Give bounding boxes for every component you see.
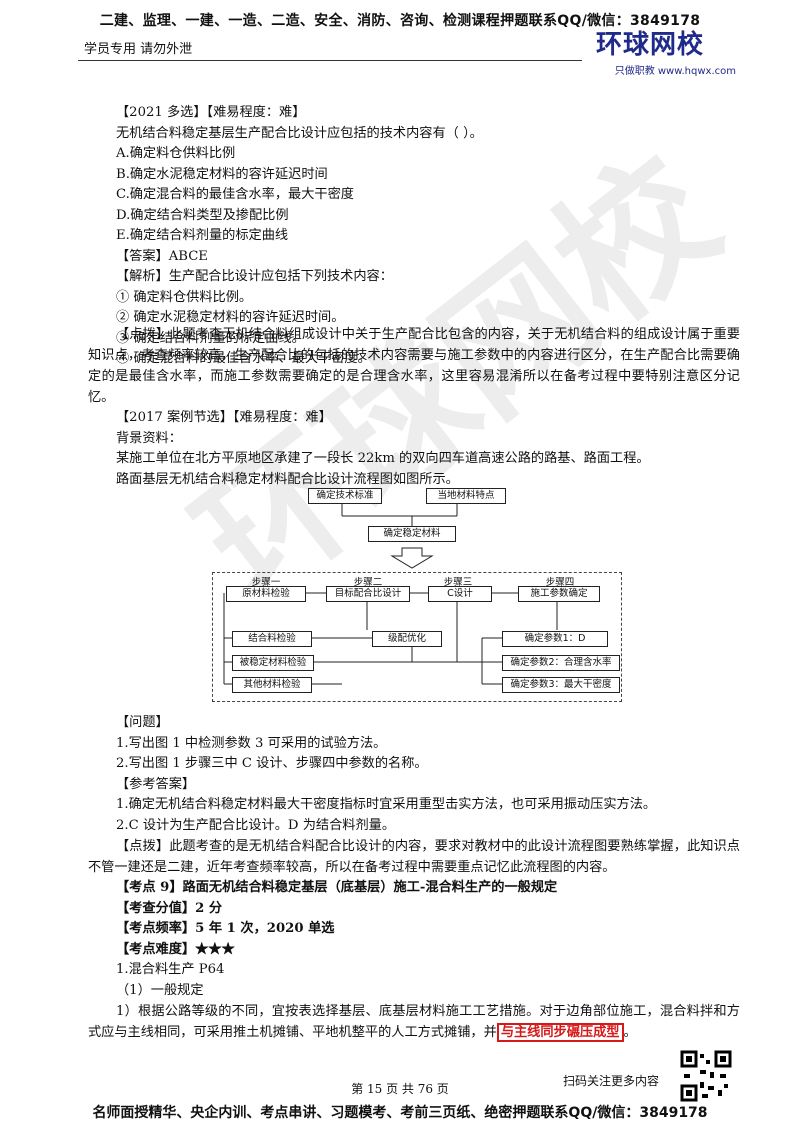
logo-text: 环球网校 [596, 30, 705, 60]
kp-text: 1）根据公路等级的不同，宜按表选择基层、底基层材料施工工艺措施。对于边角部位施工… [88, 1001, 740, 1043]
kp-highlight: 与主线同步碾压成型 [496, 1023, 624, 1042]
q2-tag: 【2017 案例节选】【难易程度：难】 [116, 410, 332, 425]
q2-tip: 【点拨】此题考查的是无机结合料配合比设计的内容，要求对教材中的此设计流程图要熟练… [88, 839, 740, 875]
kp-subsection: （1）一般规定 [116, 982, 204, 998]
box-c-design: C设计 [428, 586, 492, 602]
box-stabilized-test: 被稳定材料检验 [232, 655, 314, 671]
q1-option-a: A.确定料仓供料比例 [116, 146, 236, 161]
question-2-answers: 【问题】 1.写出图 1 中检测参数 3 可采用的试验方法。 2.写出图 1 步… [116, 713, 740, 836]
q1-stem: 无机结合料稳定基层生产配合比设计应包括的技术内容有（ ）。 [116, 125, 483, 141]
question-1: 【2021 多选】【难易程度：难】 无机结合料稳定基层生产配合比设计应包括的技术… [116, 103, 740, 370]
box-gradation: 级配优化 [372, 631, 442, 647]
box-param-2: 确定参数2：合理含水率 [502, 655, 620, 671]
q2-bg-text: 路面基层无机结合料稳定材料配合比设计流程图如图所示。 [116, 471, 459, 487]
box-stabilized-material: 确定稳定材料 [368, 526, 456, 542]
header-note: 学员专用 请勿外泄 [84, 42, 193, 57]
box-binder-test: 结合料检验 [232, 631, 312, 647]
box-raw-material-test: 原材料检验 [226, 586, 306, 602]
logo-slogan: 只做职教 www.hqwx.com [614, 66, 736, 77]
step-label: 步骤三 [443, 577, 473, 588]
q1-answer: 【答案】ABCE [116, 248, 208, 264]
kp-title: 【考点 9】路面无机结合料稳定基层（底基层）施工-混合料生产的一般规定 [116, 880, 558, 895]
header-divider [78, 60, 582, 61]
kp-frequency: 【考点频率】5 年 1 次，2020 单选 [116, 921, 335, 936]
q2-question-title: 【问题】 [116, 715, 169, 730]
header-banner: 二建、监理、一建、一造、二造、安全、消防、咨询、检测课程押题联系QQ/微信：38… [99, 13, 701, 29]
step-label: 步骤二 [353, 577, 383, 588]
kp-difficulty: 【考点难度】★★★ [116, 941, 235, 957]
q1-analysis-item: ② 确定水泥稳定材料的容许延迟时间。 [116, 310, 345, 325]
q1-option-c: C.确定混合料的最佳含水率，最大干密度 [116, 187, 354, 202]
q1-tip: 【点拨】此题考查无机结合料组成设计中关于生产配合比包含的内容，关于无机结合料的组… [88, 327, 740, 405]
box-construction-params: 施工参数确定 [518, 586, 600, 602]
qr-code-icon [680, 1050, 732, 1102]
kp-text-end: 。 [623, 1025, 637, 1040]
q1-option-d: D.确定结合料类型及掺配比例 [116, 207, 289, 223]
box-local-material: 当地材料特点 [426, 488, 506, 504]
kp-score: 【考查分值】2 分 [116, 900, 223, 916]
q1-tag: 【2021 多选】【难易程度：难】 [116, 105, 306, 120]
question-2: 【2017 案例节选】【难易程度：难】 背景资料： 某施工单位在北方平原地区承建… [116, 408, 740, 490]
q2-ref: 1.确定无机结合料稳定材料最大干密度指标时宜采用重型击实方法，也可采用振动压实方… [116, 797, 657, 812]
step-label: 步骤一 [251, 577, 281, 588]
page-number: 第 15 页 共 76 页 [351, 1082, 449, 1096]
box-param-1: 确定参数1：D [502, 631, 608, 647]
flow-diagram: 确定技术标准 当地材料特点 确定稳定材料 步骤一 步骤二 步骤三 步骤四 原材料… [212, 484, 622, 702]
steps-frame [212, 572, 622, 702]
qr-caption: 扫码关注更多内容 [563, 1074, 660, 1088]
qr-code [680, 1050, 732, 1102]
q1-analysis-item: ① 确定料仓供料比例。 [116, 289, 253, 305]
kp-text-main: 1）根据公路等级的不同，宜按表选择基层、底基层材料施工工艺措施。对于边角部位施工… [88, 1004, 740, 1040]
box-other-test: 其他材料检验 [232, 677, 312, 693]
q2-ref-title: 【参考答案】 [116, 776, 196, 792]
q2-ref: 2.C 设计为生产配合比设计。D 为结合料剂量。 [116, 817, 396, 833]
q2-bg-text: 某施工单位在北方平原地区承建了一段长 22km 的双向四车道高速公路的路基、路面… [116, 451, 650, 466]
q1-option-e: E.确定结合料剂量的标定曲线 [116, 228, 289, 243]
q1-analysis-item: ④ 确定混合料的最佳含水率、最大干密度。 [116, 351, 371, 366]
q2-question: 2.写出图 1 步骤三中 C 设计、步骤四中参数的名称。 [116, 756, 428, 771]
box-technical-standard: 确定技术标准 [308, 488, 382, 504]
logo: 环球网校 只做职教 www.hqwx.com [596, 30, 736, 80]
flow-connectors [223, 502, 558, 685]
q2-question: 1.写出图 1 中检测参数 3 可采用的试验方法。 [116, 735, 387, 751]
kp-section: 1.混合料生产 P64 [116, 962, 225, 977]
box-param-3: 确定参数3：最大干密度 [502, 677, 620, 693]
footer-banner: 名师面授精华、央企内训、考点串讲、习题模考、考前三页纸、绝密押题联系QQ/微信：… [92, 1105, 708, 1121]
q2-bg-title: 背景资料： [116, 430, 182, 446]
q1-option-b: B.确定水泥稳定材料的容许延迟时间 [116, 166, 328, 182]
box-target-mix: 目标配合比设计 [326, 586, 410, 602]
q1-analysis-item: ③ 确定结合料剂量的标定曲线。 [116, 330, 305, 346]
step-label: 步骤四 [545, 577, 575, 588]
q1-analysis-title: 【解析】生产配合比设计应包括下列技术内容： [116, 269, 393, 284]
knowledge-point: 【考点 9】路面无机结合料稳定基层（底基层）施工-混合料生产的一般规定 【考查分… [116, 878, 740, 1001]
